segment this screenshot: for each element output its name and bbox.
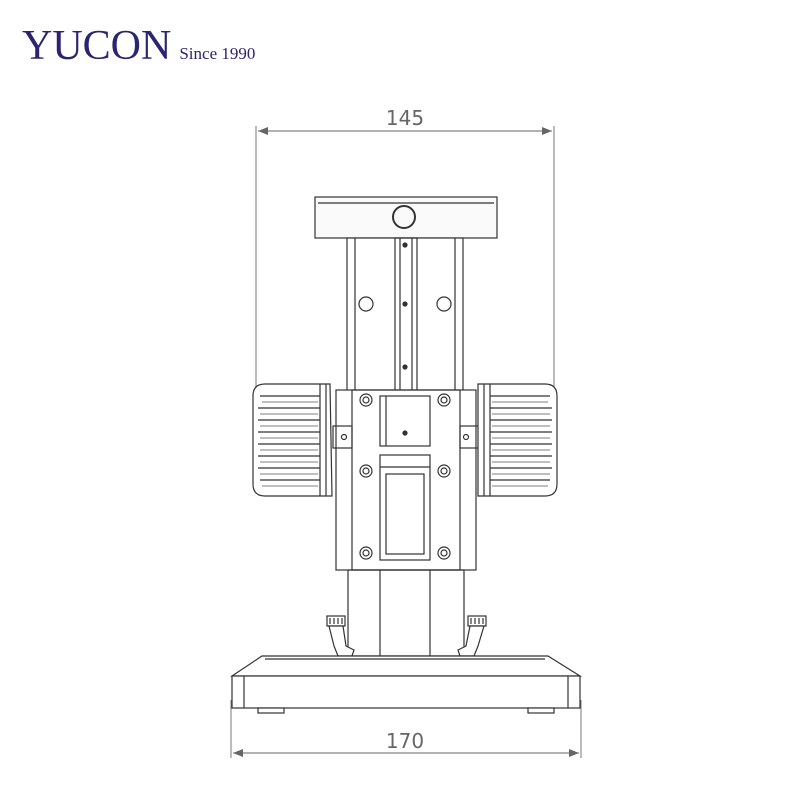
left-clamp [326,615,355,657]
brand-tagline: Since 1990 [179,44,256,63]
stand-base [230,655,583,714]
right-focus-knob [477,383,558,497]
brand-name: YUCON [22,23,172,69]
bottom-dimension: 170 [230,700,582,758]
top-dimension: 145 [255,106,555,395]
brand-logo: YUCON Since 1990 [22,22,255,70]
bottom-dimension-label: 170 [386,729,424,753]
top-dimension-label: 145 [386,106,424,130]
stand-outline [314,196,498,657]
right-clamp [457,615,487,657]
screw-heads [359,393,451,560]
left-focus-knob [252,383,333,497]
